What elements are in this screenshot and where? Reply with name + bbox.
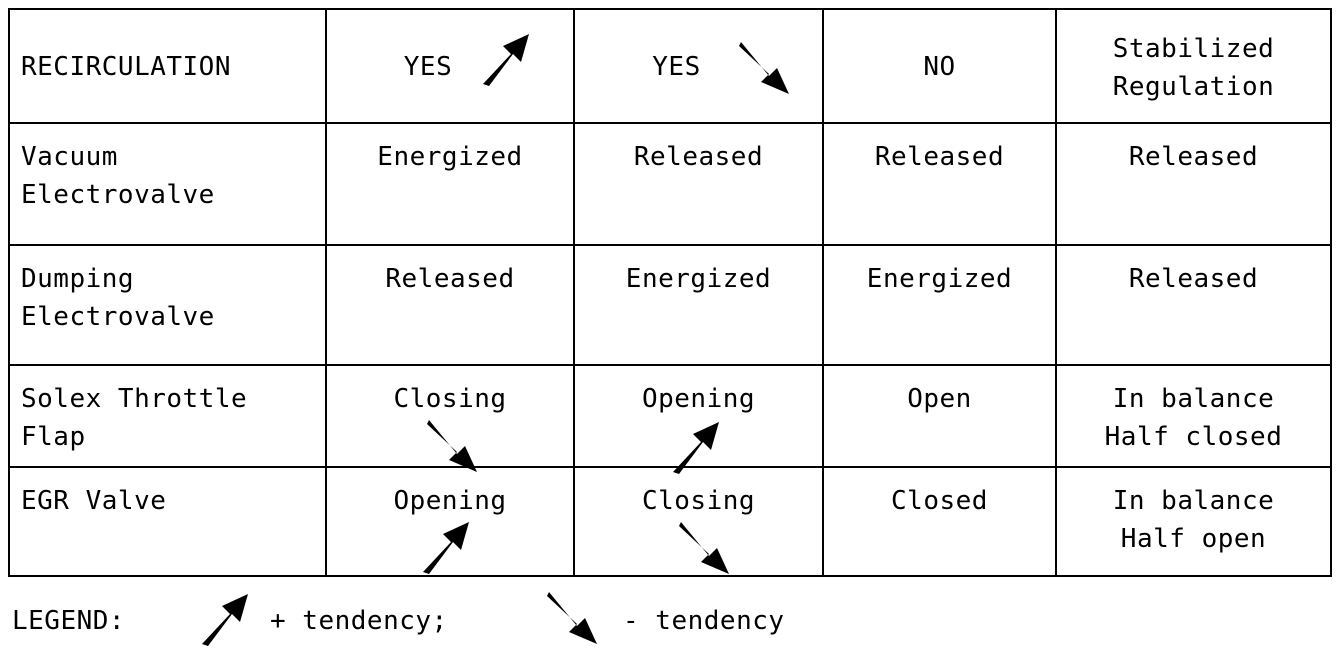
cell-text: Released: [1128, 264, 1259, 294]
matrix-table: RECIRCULATION YES: [8, 8, 1332, 577]
arrow-down-right-icon: [675, 520, 737, 582]
cell-vacuum-yes-up: Energized: [325, 122, 575, 246]
cell-text: Released: [385, 264, 515, 294]
row-label-dumping-electrovalve: Dumping Electrovalve: [8, 244, 327, 366]
row-label-solex-throttle-flap: Solex Throttle Flap: [8, 364, 327, 468]
cell-egr-stabilized: In balance Half open: [1055, 466, 1332, 577]
cell-egr-yes-up: Opening: [325, 466, 575, 578]
cell-solex-no: Open: [822, 364, 1057, 468]
table-row: Vacuum Electrovalve Energized Released: [8, 122, 1332, 246]
row-label-vacuum-electrovalve: Vacuum Electrovalve: [8, 122, 327, 246]
cell-egr-yes-down: Closing: [573, 466, 824, 577]
cell-vacuum-stabilized: Released: [1055, 122, 1332, 246]
table-header-row: RECIRCULATION YES: [8, 8, 1332, 124]
row-label-text: Solex Throttle Flap: [21, 384, 248, 452]
cell-text: Closing: [641, 486, 756, 516]
cell-text: Energized: [866, 264, 1013, 294]
cell-vacuum-yes-down: Released: [573, 122, 824, 246]
table-row: Dumping Electrovalve Released Energized: [8, 244, 1332, 366]
row-label-text: Dumping Electrovalve: [21, 264, 215, 332]
cell-text: Open: [907, 384, 972, 414]
cell-text: Released: [633, 142, 764, 172]
header-cell-stabilized-regulation: Stabilized Regulation: [1055, 8, 1332, 124]
table-row: EGR Valve Opening: [8, 466, 1332, 578]
cell-egr-no: Closed: [822, 466, 1057, 577]
row-label-text: EGR Valve: [21, 486, 167, 516]
header-cell-yes-up: YES: [325, 8, 575, 124]
legend-positive-tendency-text: + tendency;: [270, 606, 448, 636]
header-cell-no: NO: [822, 8, 1057, 124]
header-cell-yes-down: YES: [573, 8, 824, 124]
header-label-stabilized-regulation: Stabilized Regulation: [1112, 34, 1275, 102]
header-cell-recirculation: RECIRCULATION: [8, 8, 327, 124]
header-label-yes-up: YES: [403, 52, 453, 82]
cell-solex-yes-up: Closing: [325, 364, 575, 472]
header-label-no: NO: [923, 52, 956, 82]
cell-dumping-yes-down: Energized: [573, 244, 824, 366]
cell-text: Opening: [393, 486, 507, 516]
cell-vacuum-no: Released: [822, 122, 1057, 246]
header-label-recirculation: RECIRCULATION: [21, 52, 231, 82]
cell-dumping-no: Energized: [822, 244, 1057, 366]
cell-text: In balance Half open: [1112, 486, 1275, 554]
legend-label: LEGEND:: [12, 606, 126, 636]
legend: LEGEND: + tendency; - tendency: [8, 592, 1338, 652]
cell-dumping-yes-up: Released: [325, 244, 575, 366]
table-row: Solex Throttle Flap Closing: [8, 364, 1332, 474]
cell-text: Released: [874, 142, 1005, 172]
legend-negative-tendency-text: - tendency: [623, 606, 785, 636]
cell-text: Released: [1128, 142, 1259, 172]
row-label-text: Vacuum Electrovalve: [21, 142, 215, 210]
row-label-egr-valve: EGR Valve: [8, 466, 327, 577]
header-label-yes-down: YES: [652, 52, 701, 82]
cell-solex-yes-down: Opening: [573, 364, 824, 474]
arrow-up-right-icon: [196, 588, 258, 650]
arrow-down-right-icon: [543, 590, 605, 652]
cell-text: Opening: [641, 384, 756, 414]
cell-text: Energized: [625, 264, 772, 294]
cell-text: Closing: [393, 384, 507, 414]
cell-text: Energized: [377, 142, 523, 172]
cell-text: Closed: [891, 486, 988, 516]
cell-solex-stabilized: In balance Half closed: [1055, 364, 1332, 468]
cell-text: In balance Half closed: [1104, 384, 1283, 452]
cell-dumping-stabilized: Released: [1055, 244, 1332, 366]
arrow-up-right-icon: [417, 516, 479, 578]
recirculation-matrix-table: RECIRCULATION YES: [8, 8, 1332, 577]
